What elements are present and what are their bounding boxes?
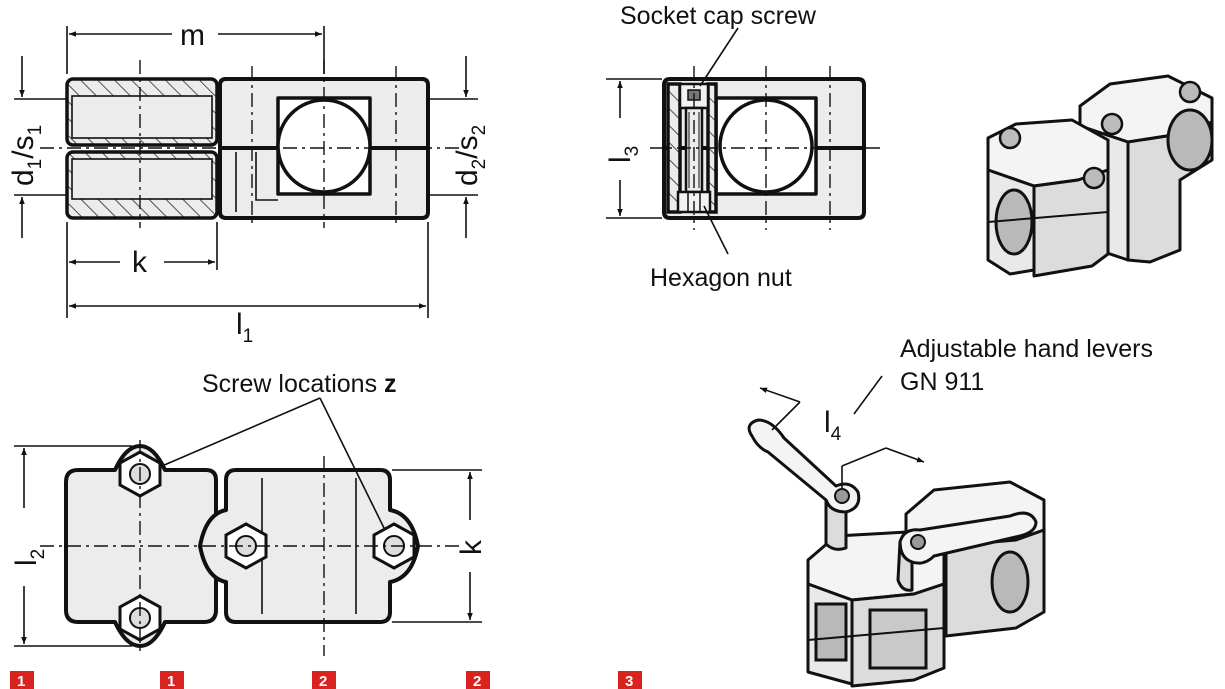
adjustable-hand-levers-label: Adjustable hand levers: [900, 335, 1153, 363]
dimension-l2-label: l2: [10, 549, 49, 566]
svg-text:2: 2: [473, 673, 481, 689]
badge-1a: 1: [10, 671, 34, 689]
dimension-d2-s2-label: d2/s2: [451, 125, 490, 186]
badge-2a: 2: [312, 671, 336, 689]
badge-3: 3: [618, 671, 642, 689]
dimension-l1-label: l1: [236, 308, 253, 347]
front-section-view: m k l1 d1/s1 d2/s2: [7, 19, 490, 347]
svg-text:1: 1: [17, 673, 25, 689]
isometric-clamp-view: [986, 74, 1214, 278]
gn-911-label: GN 911: [900, 368, 984, 396]
badge-2b: 2: [466, 671, 490, 689]
hexagon-nut-label: Hexagon nut: [650, 264, 792, 292]
svg-text:1: 1: [167, 673, 175, 689]
top-view-right-block: [198, 468, 420, 624]
badge-1b: 1: [160, 671, 184, 689]
svg-text:2: 2: [319, 673, 327, 689]
socket-cap-screw-label: Socket cap screw: [620, 2, 817, 30]
dimension-k-label-top: k: [132, 246, 148, 279]
dimension-l3-label: l3: [604, 146, 643, 163]
svg-text:3: 3: [625, 673, 633, 689]
screw-section-view: l3 Socket cap screw Hexagon nut: [604, 2, 880, 292]
screw-locations-label: Screw locations z: [202, 370, 397, 398]
dimension-m-label: m: [180, 19, 205, 52]
isometric-lever-view: l4 Adjustable hand levers GN 911: [747, 335, 1153, 688]
dimension-k-label-bottom: k: [455, 539, 488, 555]
dimension-d1-s1-label: d1/s1: [7, 125, 46, 186]
dimension-l4-label: l4: [824, 406, 842, 445]
top-view: Screw locations z l2 k: [10, 370, 488, 656]
